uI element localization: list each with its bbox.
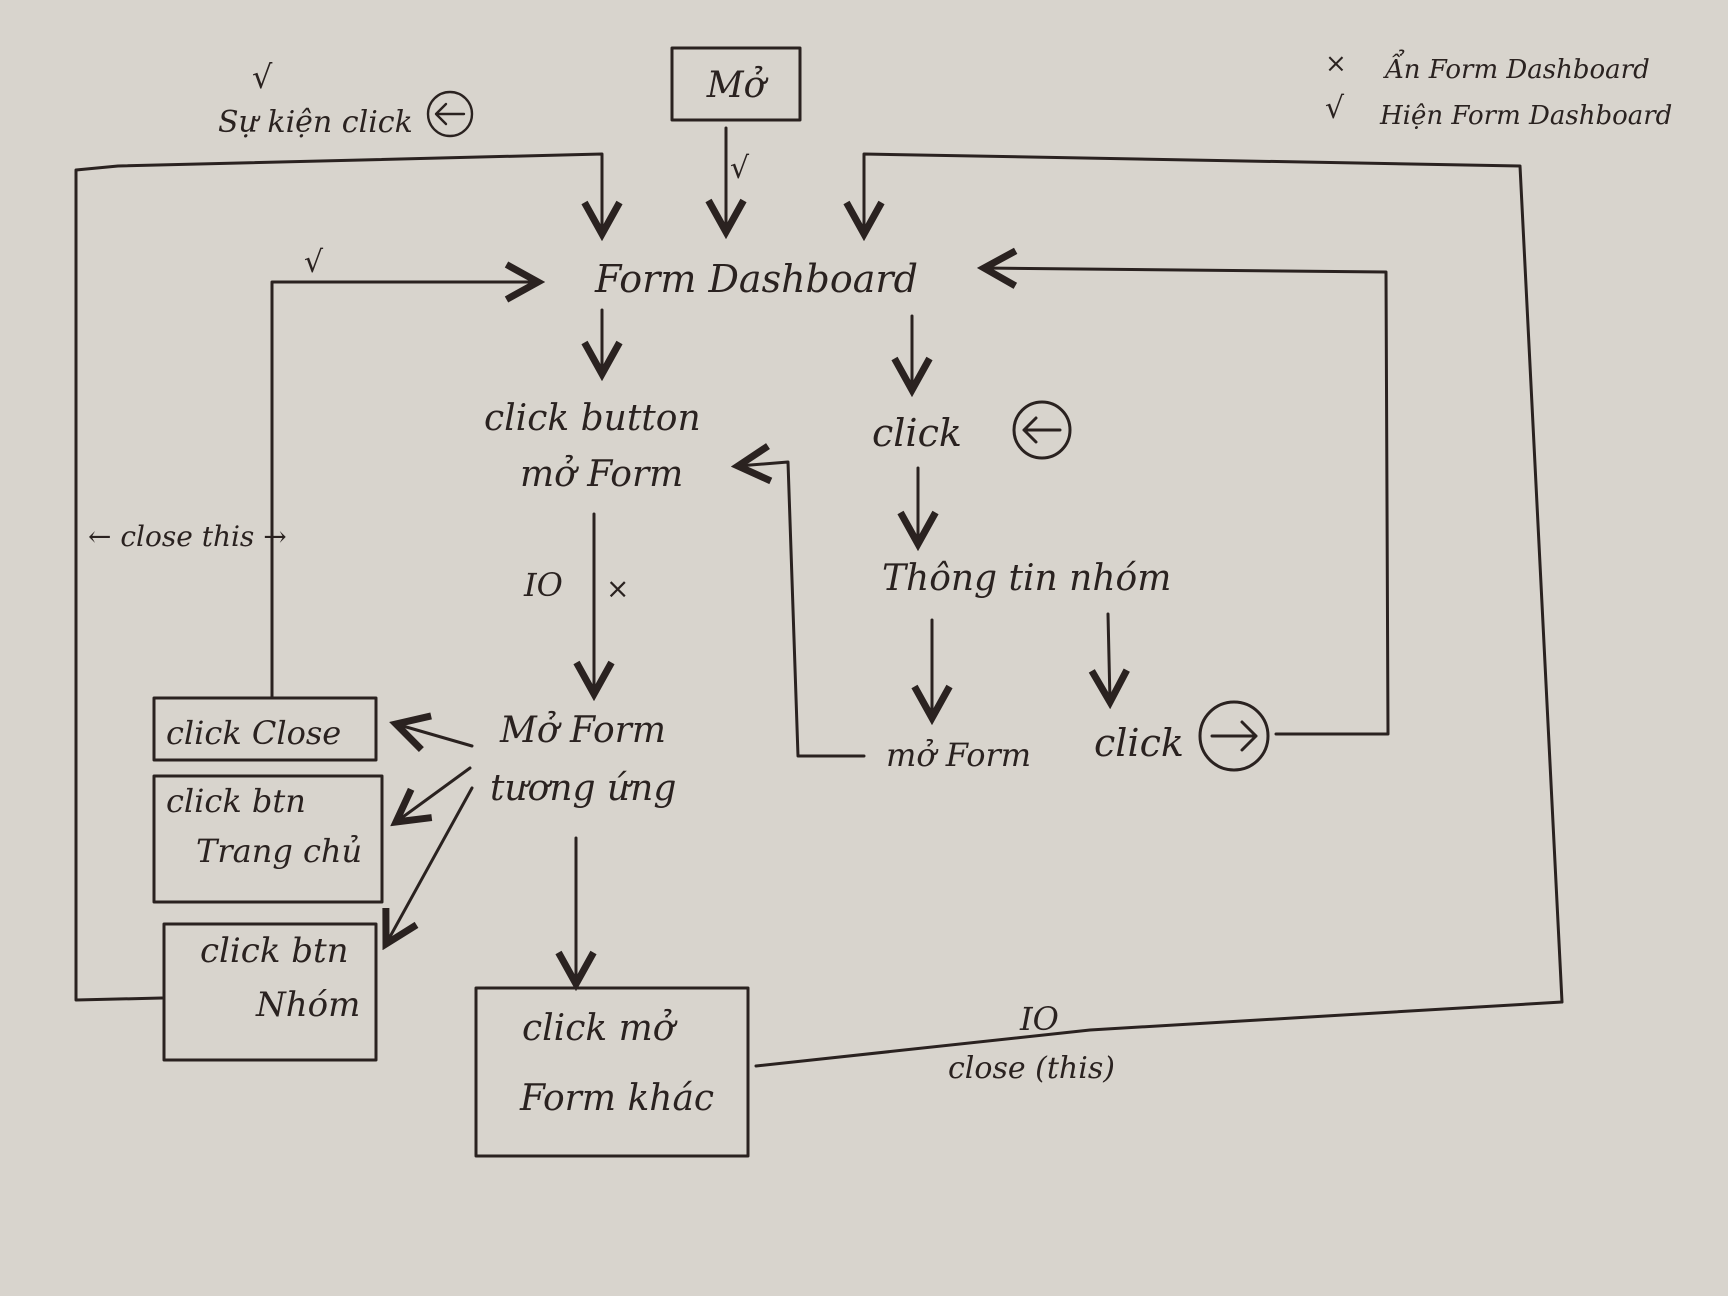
click-home-line2: Trang chủ	[196, 832, 362, 870]
click-other-form-box	[474, 986, 750, 1158]
legend: × Ẩn Form Dashboard √ Hiện Form Dashboar…	[1325, 49, 1672, 131]
click-other-line2: Form khác	[519, 1078, 714, 1119]
dashboard-node: Form Dashboard	[594, 257, 918, 301]
check-top-left: √	[252, 58, 273, 96]
click-close-node: click Close	[152, 696, 378, 762]
circle-arrow-right-icon	[1198, 700, 1270, 772]
legend-hide-mark: ×	[1325, 49, 1347, 79]
open-node: Mở	[670, 46, 802, 122]
open-form-node: mở Form	[886, 736, 1031, 774]
click-group-node: click btn Nhóm	[162, 922, 378, 1062]
arrow-to-click-home	[396, 766, 472, 822]
check-left-loop: √	[304, 245, 324, 280]
circle-arrow-left-icon	[426, 90, 474, 138]
group-info-node: Thông tin nhóm	[882, 558, 1171, 599]
loop-group-to-dashboard	[74, 152, 602, 1002]
open-matching-line2: tương ứng	[490, 768, 676, 809]
click-home-node: click btn Trang chủ	[152, 774, 384, 904]
circle-arrow-left-icon	[1012, 400, 1072, 460]
open-matching-line1: Mở Form	[499, 710, 666, 751]
arrow-to-click-close	[396, 724, 474, 746]
legend-show-label: Hiện Form Dashboard	[1379, 101, 1672, 131]
arrow-group-info-to-click-forward	[1108, 612, 1110, 702]
click-back-label: click	[872, 411, 962, 455]
click-open-form-line2: mở Form	[520, 454, 683, 495]
click-forward-label: click	[1094, 721, 1184, 765]
click-group-line2: Nhóm	[255, 985, 360, 1025]
click-group-line1: click btn	[200, 931, 349, 971]
arrow-to-click-group	[386, 786, 474, 944]
click-other-line1: click mở	[522, 1008, 678, 1049]
open-node-label: Mở	[706, 65, 769, 106]
legend-show-mark: √	[1325, 91, 1345, 126]
click-home-line1: click btn	[166, 782, 306, 820]
click-home-box	[152, 774, 384, 904]
open-node-box	[670, 46, 802, 122]
click-group-box	[162, 922, 378, 1062]
click-other-form-node: click mở Form khác	[474, 986, 750, 1158]
arrow-open-form-to-click-button	[738, 462, 866, 758]
check-open: √	[730, 151, 750, 186]
io-bottom-label: IO	[1019, 1000, 1059, 1038]
close-this-bottom-label: close (this)	[948, 1051, 1115, 1086]
click-close-box	[152, 696, 378, 762]
event-click-label: Sự kiện click	[218, 105, 413, 140]
loop-forward-to-dashboard	[984, 268, 1390, 736]
close-this-side-label: ← close this →	[88, 520, 287, 553]
loop-other-form-to-dashboard	[754, 152, 1564, 1068]
x-mid-label: ×	[606, 572, 629, 605]
click-open-form-line1: click button	[484, 398, 701, 439]
legend-hide-label: Ẩn Form Dashboard	[1383, 49, 1650, 85]
io-mid-label: IO	[523, 566, 563, 604]
click-close-label: click Close	[166, 714, 341, 752]
loop-close-to-dashboard	[270, 282, 538, 700]
